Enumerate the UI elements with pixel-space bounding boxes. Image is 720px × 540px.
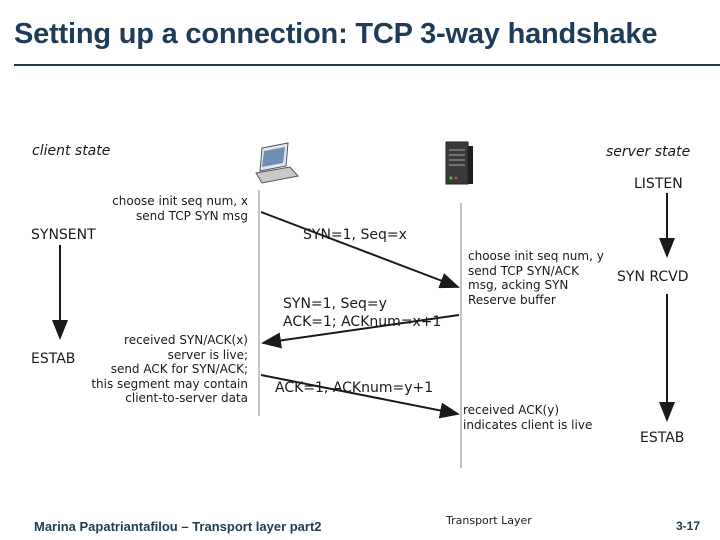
client-recv-note: received SYN/ACK(x) server is live; send… xyxy=(91,333,248,405)
state-server-estab: ESTAB xyxy=(640,430,685,446)
server-icon xyxy=(445,141,473,185)
synack-arrow xyxy=(261,314,460,349)
state-synrcvd: SYN RCVD xyxy=(617,269,689,285)
ack-arrow xyxy=(260,374,460,419)
footer-author: Marina Papatriantafilou – Transport laye… xyxy=(34,519,322,534)
server-recv-note: received ACK(y) indicates client is live xyxy=(463,403,593,432)
page-title: Setting up a connection: TCP 3-way hands… xyxy=(14,18,658,50)
synack-message-label-1: SYN=1, Seq=y xyxy=(283,296,387,312)
state-client-estab: ESTAB xyxy=(31,351,76,367)
client-state-label: client state xyxy=(32,143,111,159)
state-synsent: SYNSENT xyxy=(31,227,96,243)
synack-message-label-2: ACK=1; ACKnum=x+1 xyxy=(283,314,442,330)
syn-message-label: SYN=1, Seq=x xyxy=(303,227,407,243)
laptop-icon xyxy=(255,142,299,184)
ack-message-label: ACK=1, ACKnum=y+1 xyxy=(275,380,434,396)
server-state-label: server state xyxy=(606,144,691,160)
slide-number: 3-17 xyxy=(676,519,701,533)
server-init-note: choose init seq num, y send TCP SYN/ACK … xyxy=(468,249,604,307)
syn-arrow xyxy=(260,211,460,289)
title-underline xyxy=(14,64,720,66)
state-listen: LISTEN xyxy=(634,176,683,192)
footer-topic: Transport Layer xyxy=(446,514,532,527)
client-init-note: choose init seq num, x send TCP SYN msg xyxy=(112,194,248,223)
